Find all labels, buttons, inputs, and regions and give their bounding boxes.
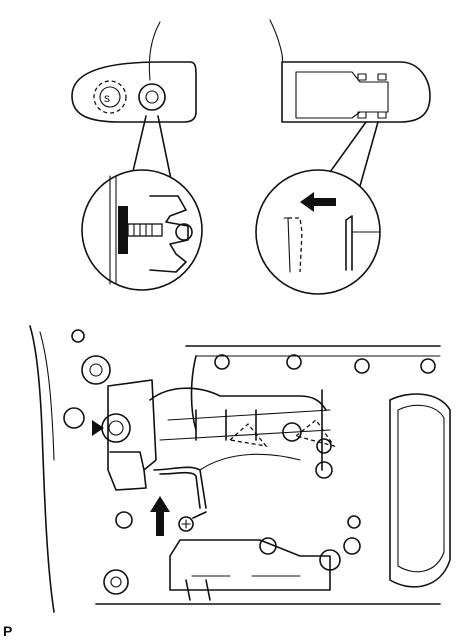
handle-base-right	[269, 19, 431, 123]
door-panel	[29, 325, 451, 613]
door-lock-assembly	[92, 379, 336, 509]
handle-bezel-left: s	[71, 21, 197, 123]
screw-icon	[178, 511, 207, 532]
svg-text:s: s	[104, 91, 110, 105]
claw-icon	[357, 73, 387, 119]
arrow-left-icon	[300, 192, 336, 212]
magnified-clip-view	[81, 169, 203, 291]
clip-dashed-outline	[93, 80, 127, 114]
illustration-code-label: P	[3, 623, 13, 639]
arrow-up-icon	[150, 496, 170, 536]
magnified-claw-view	[255, 169, 381, 295]
clip-icon	[138, 83, 166, 111]
